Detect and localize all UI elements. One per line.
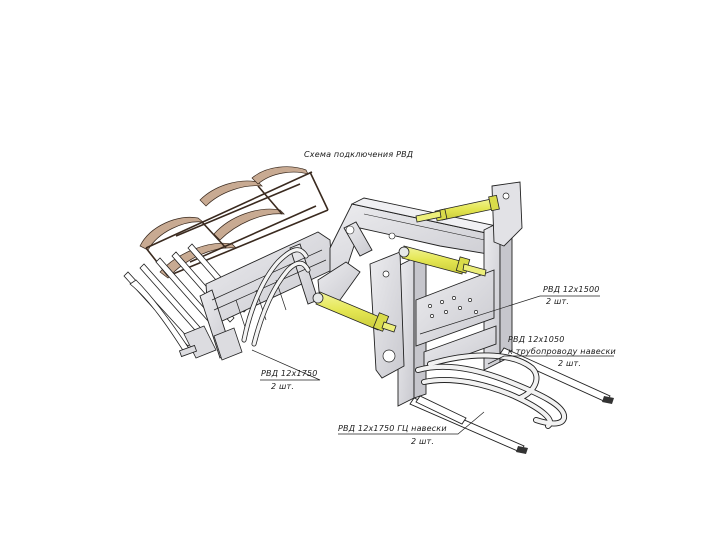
diagram-title: Схема подключения РВД [304,150,414,159]
cylinder-lower [312,291,397,333]
callout-c2-qty: 2 шт. [558,359,582,368]
leader-c3 [251,349,321,381]
leader-c1 [419,295,600,335]
callout-c1-spec: РВД 12х1500 [543,285,600,294]
bucket-lower-brackets [178,325,243,361]
callout-c4-qty: 2 шт. [411,437,435,446]
callout-c3-spec: РВД 12х1750 [261,369,318,378]
callout-c1-qty: 2 шт. [546,297,570,306]
grapple-bucket [123,166,333,361]
grapple-arches [139,166,309,279]
leader-lines [251,295,614,435]
callout-c2-target: к трубопроводу навески [508,347,616,356]
leader-c4 [338,411,485,435]
cylinder-upper [415,194,500,223]
hydraulic-cylinders [312,194,500,333]
callout-c3-qty: 2 шт. [271,382,295,391]
cylinder-middle [398,245,487,277]
callout-c2-spec: РВД 12х1050 [508,335,565,344]
leader-c2 [487,355,614,365]
callout-c4-spec: РВД 12х1750 ГЦ навески [338,424,447,433]
